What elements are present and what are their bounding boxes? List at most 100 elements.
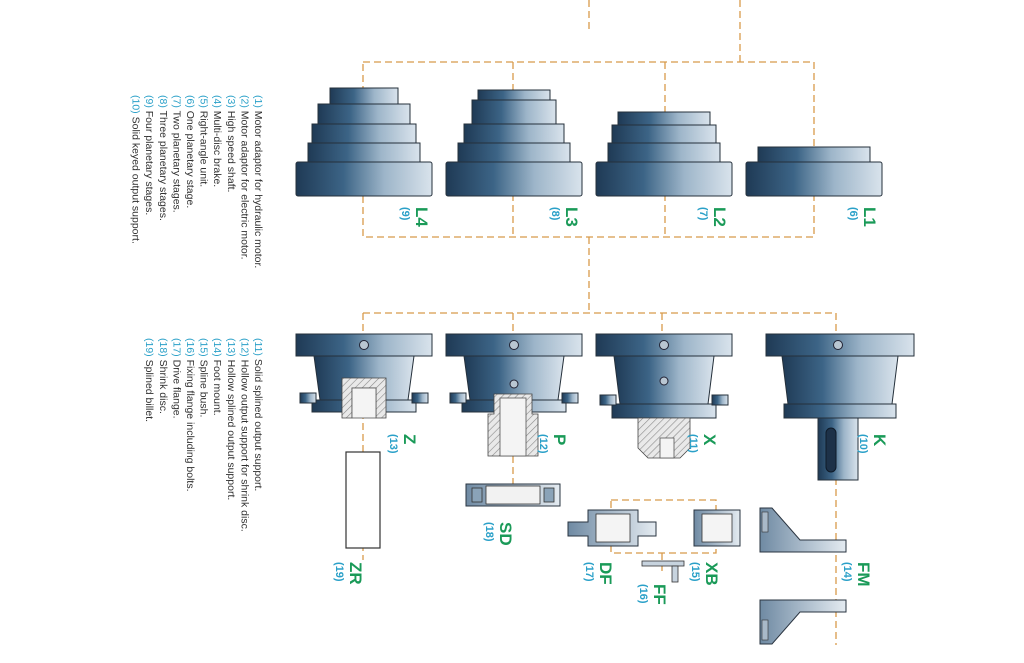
label-l1: L1(6)	[847, 207, 879, 227]
label-k: K(10)	[857, 434, 889, 454]
label-xb: XB(15)	[689, 562, 721, 586]
legend-item-text: One planetary stage.	[184, 108, 196, 208]
label-df-number: (17)	[583, 562, 595, 582]
legend-item-text: Shrink disc.	[157, 357, 169, 414]
output-k-housing	[765, 333, 915, 481]
label-l2-number: (7)	[697, 207, 709, 221]
label-z: Z(13)	[387, 434, 419, 454]
legend-item: (15) Spline bush.	[198, 338, 210, 417]
label-df-code: DF	[596, 562, 615, 585]
accessory-sd-shrink-disc	[465, 483, 561, 507]
label-df: DF(17)	[583, 562, 615, 585]
stage-l2-housing	[595, 111, 733, 197]
legend-item-number: (9)	[143, 95, 155, 108]
label-l4-number: (9)	[399, 207, 411, 221]
accessory-fm-foot-mount	[759, 507, 847, 645]
legend-item: (8) Three planetary stages.	[157, 95, 169, 221]
legend-item-number: (13)	[225, 338, 237, 357]
label-k-number: (10)	[857, 434, 869, 454]
legend-item: (19) Splined billet.	[143, 338, 155, 422]
legend-item-text: Foot mount.	[211, 357, 223, 416]
legend-item-number: (19)	[143, 338, 155, 357]
legend-top: (1) Motor adaptor for hydraulic motor.(2…	[130, 95, 264, 268]
label-zr-code: ZR	[346, 562, 365, 585]
legend-item-number: (17)	[170, 338, 182, 357]
accessory-ff-fixing-flange	[641, 560, 685, 583]
label-fm-number: (14)	[841, 562, 853, 582]
label-ff-code: FF	[650, 584, 669, 605]
legend-item-text: Multi-disc brake.	[211, 108, 223, 187]
legend-item-text: Drive flange.	[170, 357, 182, 419]
label-l1-code: L1	[860, 207, 879, 227]
label-p: P(12)	[537, 434, 569, 454]
label-zr-number: (19)	[333, 562, 345, 582]
label-k-code: K	[870, 434, 889, 447]
label-p-number: (12)	[537, 434, 549, 454]
legend-item: (17) Drive flange.	[170, 338, 182, 419]
legend-item-text: Solid splined output support.	[252, 356, 264, 491]
label-l2-code: L2	[710, 207, 729, 227]
legend-item-number: (4)	[211, 95, 223, 108]
legend-item: (4) Multi-disc brake.	[211, 95, 223, 187]
output-p-housing	[445, 333, 583, 457]
legend-item: (18) Shrink disc.	[157, 338, 169, 414]
legend-item: (7) Two planetary stages.	[170, 95, 182, 213]
label-l3-number: (8)	[549, 207, 561, 221]
label-p-code: P	[550, 434, 569, 445]
label-l2: L2(7)	[697, 207, 729, 227]
legend-item: (1) Motor adaptor for hydraulic motor.	[252, 95, 264, 268]
legend-item: (13) Hollow splined output support.	[225, 338, 237, 500]
label-l1-number: (6)	[847, 207, 859, 221]
legend-item-number: (11)	[252, 338, 264, 356]
legend-item-text: Hollow splined output support.	[225, 357, 237, 501]
legend-item: (9) Four planetary stages.	[143, 95, 155, 215]
legend-item-text: Splined billet.	[143, 357, 155, 422]
legend-item-number: (1)	[252, 95, 264, 108]
legend-item-number: (8)	[157, 95, 169, 108]
legend-item-number: (3)	[225, 95, 237, 108]
label-ff-number: (16)	[637, 584, 649, 604]
label-sd-code: SD	[496, 522, 515, 546]
legend-item: (10) Solid keyed output support.	[130, 95, 142, 244]
legend-item-number: (15)	[198, 338, 210, 357]
label-l4-code: L4	[412, 207, 431, 227]
label-sd-number: (18)	[483, 522, 495, 542]
legend-item-text: Three planetary stages.	[157, 108, 169, 221]
legend-item-number: (16)	[184, 338, 196, 357]
legend-item: (12) Hollow output support for shrink di…	[238, 338, 250, 532]
legend-item-text: Solid keyed output support.	[130, 114, 142, 244]
legend-item: (2) Motor adaptor for electric motor.	[238, 95, 250, 260]
stage-l4-housing	[295, 87, 433, 197]
accessory-df-drive-flange	[567, 509, 657, 547]
label-x-code: X	[700, 434, 719, 446]
output-z-housing	[295, 333, 433, 419]
stage-l1-housing	[745, 146, 883, 197]
part-labels: L4(9) L3(8) L2(7) L1(6) Z(13) P(12) X(11) K(10)…	[333, 207, 889, 605]
label-l3: L3(8)	[549, 207, 581, 227]
legend-item: (3) High speed shaft.	[225, 95, 237, 192]
legend-item-text: Spline bush.	[198, 357, 210, 418]
legend-bottom: (11) Solid splined output support.(12) H…	[143, 338, 264, 532]
legend-item-number: (12)	[238, 338, 250, 357]
accessory-xb-spline-bush	[693, 509, 741, 547]
legend-item: (14) Foot mount.	[211, 338, 223, 416]
legend-item-text: Hollow output support for shrink disc.	[238, 357, 250, 532]
label-fm-code: FM	[854, 562, 873, 587]
legend-item-text: High speed shaft.	[225, 108, 237, 193]
label-xb-code: XB	[702, 562, 721, 586]
legend-item-number: (2)	[238, 95, 250, 108]
label-l4: L4(9)	[399, 207, 431, 227]
legend-item-text: Right-angle unit.	[198, 108, 210, 187]
label-z-number: (13)	[387, 434, 399, 454]
legend-item-number: (5)	[198, 95, 210, 108]
legend-item-number: (18)	[157, 338, 169, 357]
legend-item-number: (14)	[211, 338, 223, 357]
legend-item: (5) Right-angle unit.	[198, 95, 210, 187]
label-zr: ZR(19)	[333, 562, 365, 585]
label-x-number: (11)	[687, 434, 699, 453]
label-xb-number: (15)	[689, 562, 701, 582]
legend-item: (6) One planetary stage.	[184, 95, 196, 208]
legend-item-text: Two planetary stages.	[170, 108, 182, 213]
